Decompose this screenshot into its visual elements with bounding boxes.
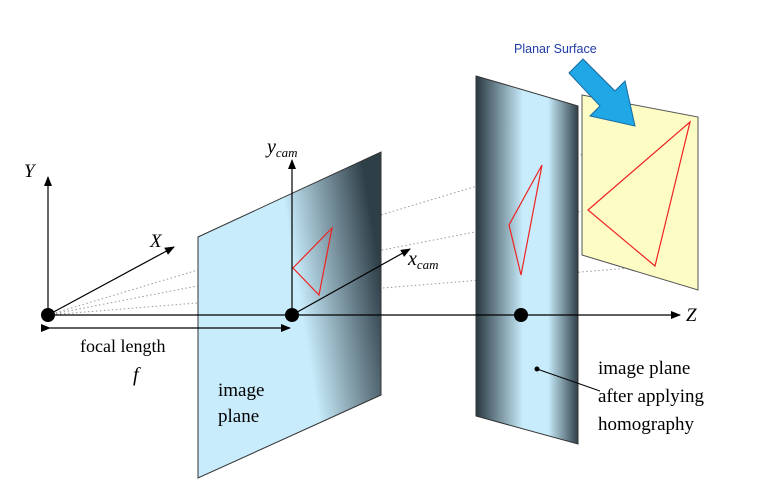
homography-leader-line [536,368,601,392]
homography-plane-triangle [508,164,543,276]
focal-length-label: focal length [80,336,165,356]
cam-x-axis [291,248,411,316]
world-x-axis [47,246,175,316]
focal-symbol-label: f [133,364,141,386]
world-y-label: Y [24,161,37,182]
cam-x-label: xcam [407,248,439,272]
camera-center-point [285,308,299,322]
homography-image-plane [475,75,579,445]
planar-surface-arrow-icon [568,58,636,127]
homography-label-line1: image plane [598,358,690,379]
world-origin-point [41,308,55,322]
homography-leader-dot [534,366,540,372]
homography-label-line2: after applying [598,386,705,407]
planar-surface-triangle [587,120,692,268]
world-x-label: X [149,231,163,252]
planar-surface [581,94,699,291]
homography-label-line3: homography [598,414,695,435]
cam-y-label: ycam [265,136,298,160]
planar-surface-label: Planar Surface [514,42,597,56]
world-z-label: Z [686,305,697,326]
image-plane-triangle [292,226,333,297]
image-plane-label-line2: plane [218,406,259,427]
image-plane-label-line1: image [218,380,264,401]
homography-center-point [514,308,528,322]
